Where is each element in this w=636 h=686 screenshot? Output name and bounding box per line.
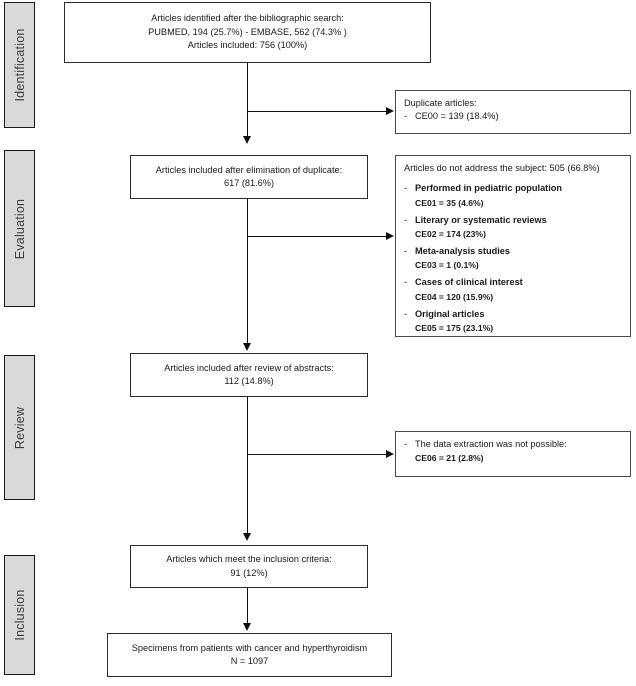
exclusion-reason-text: Original articles: [415, 308, 485, 319]
exclusion-reason-text: Meta-analysis studies: [415, 245, 510, 256]
after-duplicates-line1: Articles included after elimination of d…: [155, 164, 343, 175]
connector-identified-to-duplicates-trunk: [247, 63, 249, 138]
after-abstracts-line1: Articles included after review of abstra…: [164, 362, 334, 373]
connector-branch-to-no-extraction: [247, 454, 386, 456]
box-after-duplicate-elimination: Articles included after elimination of d…: [130, 155, 368, 199]
box-articles-identified: Articles identified after the bibliograp…: [64, 2, 431, 63]
connector-to-specimens: [247, 588, 249, 625]
stage-inclusion-label: Inclusion: [12, 589, 27, 641]
exclusion-reason-text: Cases of clinical interest: [415, 277, 523, 288]
stage-inclusion: Inclusion: [4, 555, 35, 675]
box-duplicate-articles: Duplicate articles: - CE00 = 139 (18.4%): [395, 90, 631, 134]
exclusion-item: - Meta-analysis studies CE03 = 1 (0.1%): [404, 245, 622, 272]
connector-branch-to-exclusions: [247, 236, 386, 238]
articles-identified-line3: Articles included: 756 (100%): [187, 40, 308, 51]
exclusion-item: - Original articles CE05 = 175 (23.1%): [404, 308, 622, 335]
duplicates-code: CE00 = 139 (18.4%): [415, 111, 499, 122]
stage-identification: Identification: [4, 2, 35, 128]
arrowhead-to-exclusions: [386, 232, 394, 240]
arrowhead-to-inclusion-criteria: [243, 533, 251, 541]
exclusion-reason-text: Literary or systematic reviews: [415, 214, 547, 225]
stage-identification-label: Identification: [12, 28, 27, 102]
exclusion-reason: - Performed in pediatric population: [404, 182, 622, 195]
exclusion-dash: -: [404, 183, 408, 194]
inclusion-criteria-line1: Articles which meet the inclusion criter…: [166, 554, 332, 565]
box-specimens: Specimens from patients with cancer and …: [107, 633, 392, 677]
exclusion-reason: - Original articles: [404, 308, 622, 321]
exclusion-dash: -: [404, 308, 408, 319]
exclusion-dash: -: [404, 245, 408, 256]
inclusion-criteria-line2: 91 (12%): [230, 567, 268, 578]
exclusion-item: - Literary or systematic reviews CE02 = …: [404, 214, 622, 241]
duplicates-item: - CE00 = 139 (18.4%): [404, 110, 622, 123]
exclusion-item: - Cases of clinical interest CE04 = 120 …: [404, 276, 622, 303]
stage-review: Review: [4, 355, 35, 500]
duplicates-heading: Duplicate articles:: [404, 98, 477, 108]
after-abstracts-line2: 112 (14.8%): [224, 376, 274, 386]
box-after-abstract-review: Articles included after review of abstra…: [130, 353, 368, 397]
stage-review-label: Review: [12, 406, 27, 449]
no-extraction-reason: The data extraction was not possible:: [415, 439, 567, 449]
exclusion-code: CE05 = 175 (23.1%): [415, 322, 494, 333]
exclusion-code: CE01 = 35 (4.6%): [415, 197, 484, 208]
stage-evaluation: Evaluation: [4, 150, 35, 307]
exclusion-reason-text: Performed in pediatric population: [415, 183, 563, 194]
arrowhead-to-after-duplicates: [243, 136, 251, 144]
no-extraction-item: - The data extraction was not possible:: [404, 438, 622, 451]
exclusion-dash: -: [404, 214, 408, 225]
connector-abstracts-to-inclusion-trunk: [247, 397, 249, 535]
exclusion-reason: - Cases of clinical interest: [404, 276, 622, 289]
connector-branch-to-duplicates: [247, 111, 386, 113]
box-data-extraction-not-possible: - The data extraction was not possible: …: [395, 431, 631, 477]
articles-identified-line2: PUBMED, 194 (25.7%) - EMBASE, 562 (74.3%…: [148, 26, 347, 37]
articles-identified-line1: Articles identified after the bibliograp…: [151, 13, 344, 24]
exclusion-code: CE02 = 174 (23%): [415, 228, 486, 239]
exclusion-reason: - Meta-analysis studies: [404, 245, 622, 258]
exclusion-reason: - Literary or systematic reviews: [404, 214, 622, 227]
after-duplicates-line2: 617 (81.6%): [223, 178, 275, 188]
connector-duplicates-to-abstracts-trunk: [247, 199, 249, 345]
box-meets-inclusion-criteria: Articles which meet the inclusion criter…: [130, 545, 368, 588]
arrowhead-to-no-extraction: [386, 450, 394, 458]
arrowhead-to-specimens: [243, 623, 251, 631]
no-extraction-dash: -: [404, 439, 408, 449]
exclusion-code: CE04 = 120 (15.9%): [415, 291, 494, 302]
exclusion-heading: Articles do not address the subject: 505…: [404, 163, 600, 173]
exclusion-dash: -: [404, 277, 408, 288]
specimens-line2: N = 1097: [230, 656, 269, 666]
exclusion-reason-list: - Performed in pediatric population CE01…: [404, 182, 622, 334]
exclusion-item: - Performed in pediatric population CE01…: [404, 182, 622, 209]
duplicates-dash: -: [404, 111, 408, 122]
no-extraction-code: CE06 = 21 (2.8%): [415, 453, 484, 464]
arrowhead-to-after-abstracts: [243, 343, 251, 351]
stage-evaluation-label: Evaluation: [12, 198, 27, 259]
arrowhead-to-duplicates: [386, 107, 394, 115]
specimens-line1: Specimens from patients with cancer and …: [131, 642, 368, 653]
box-exclusion-reasons: Articles do not address the subject: 505…: [395, 155, 631, 337]
exclusion-code: CE03 = 1 (0.1%): [415, 260, 479, 271]
